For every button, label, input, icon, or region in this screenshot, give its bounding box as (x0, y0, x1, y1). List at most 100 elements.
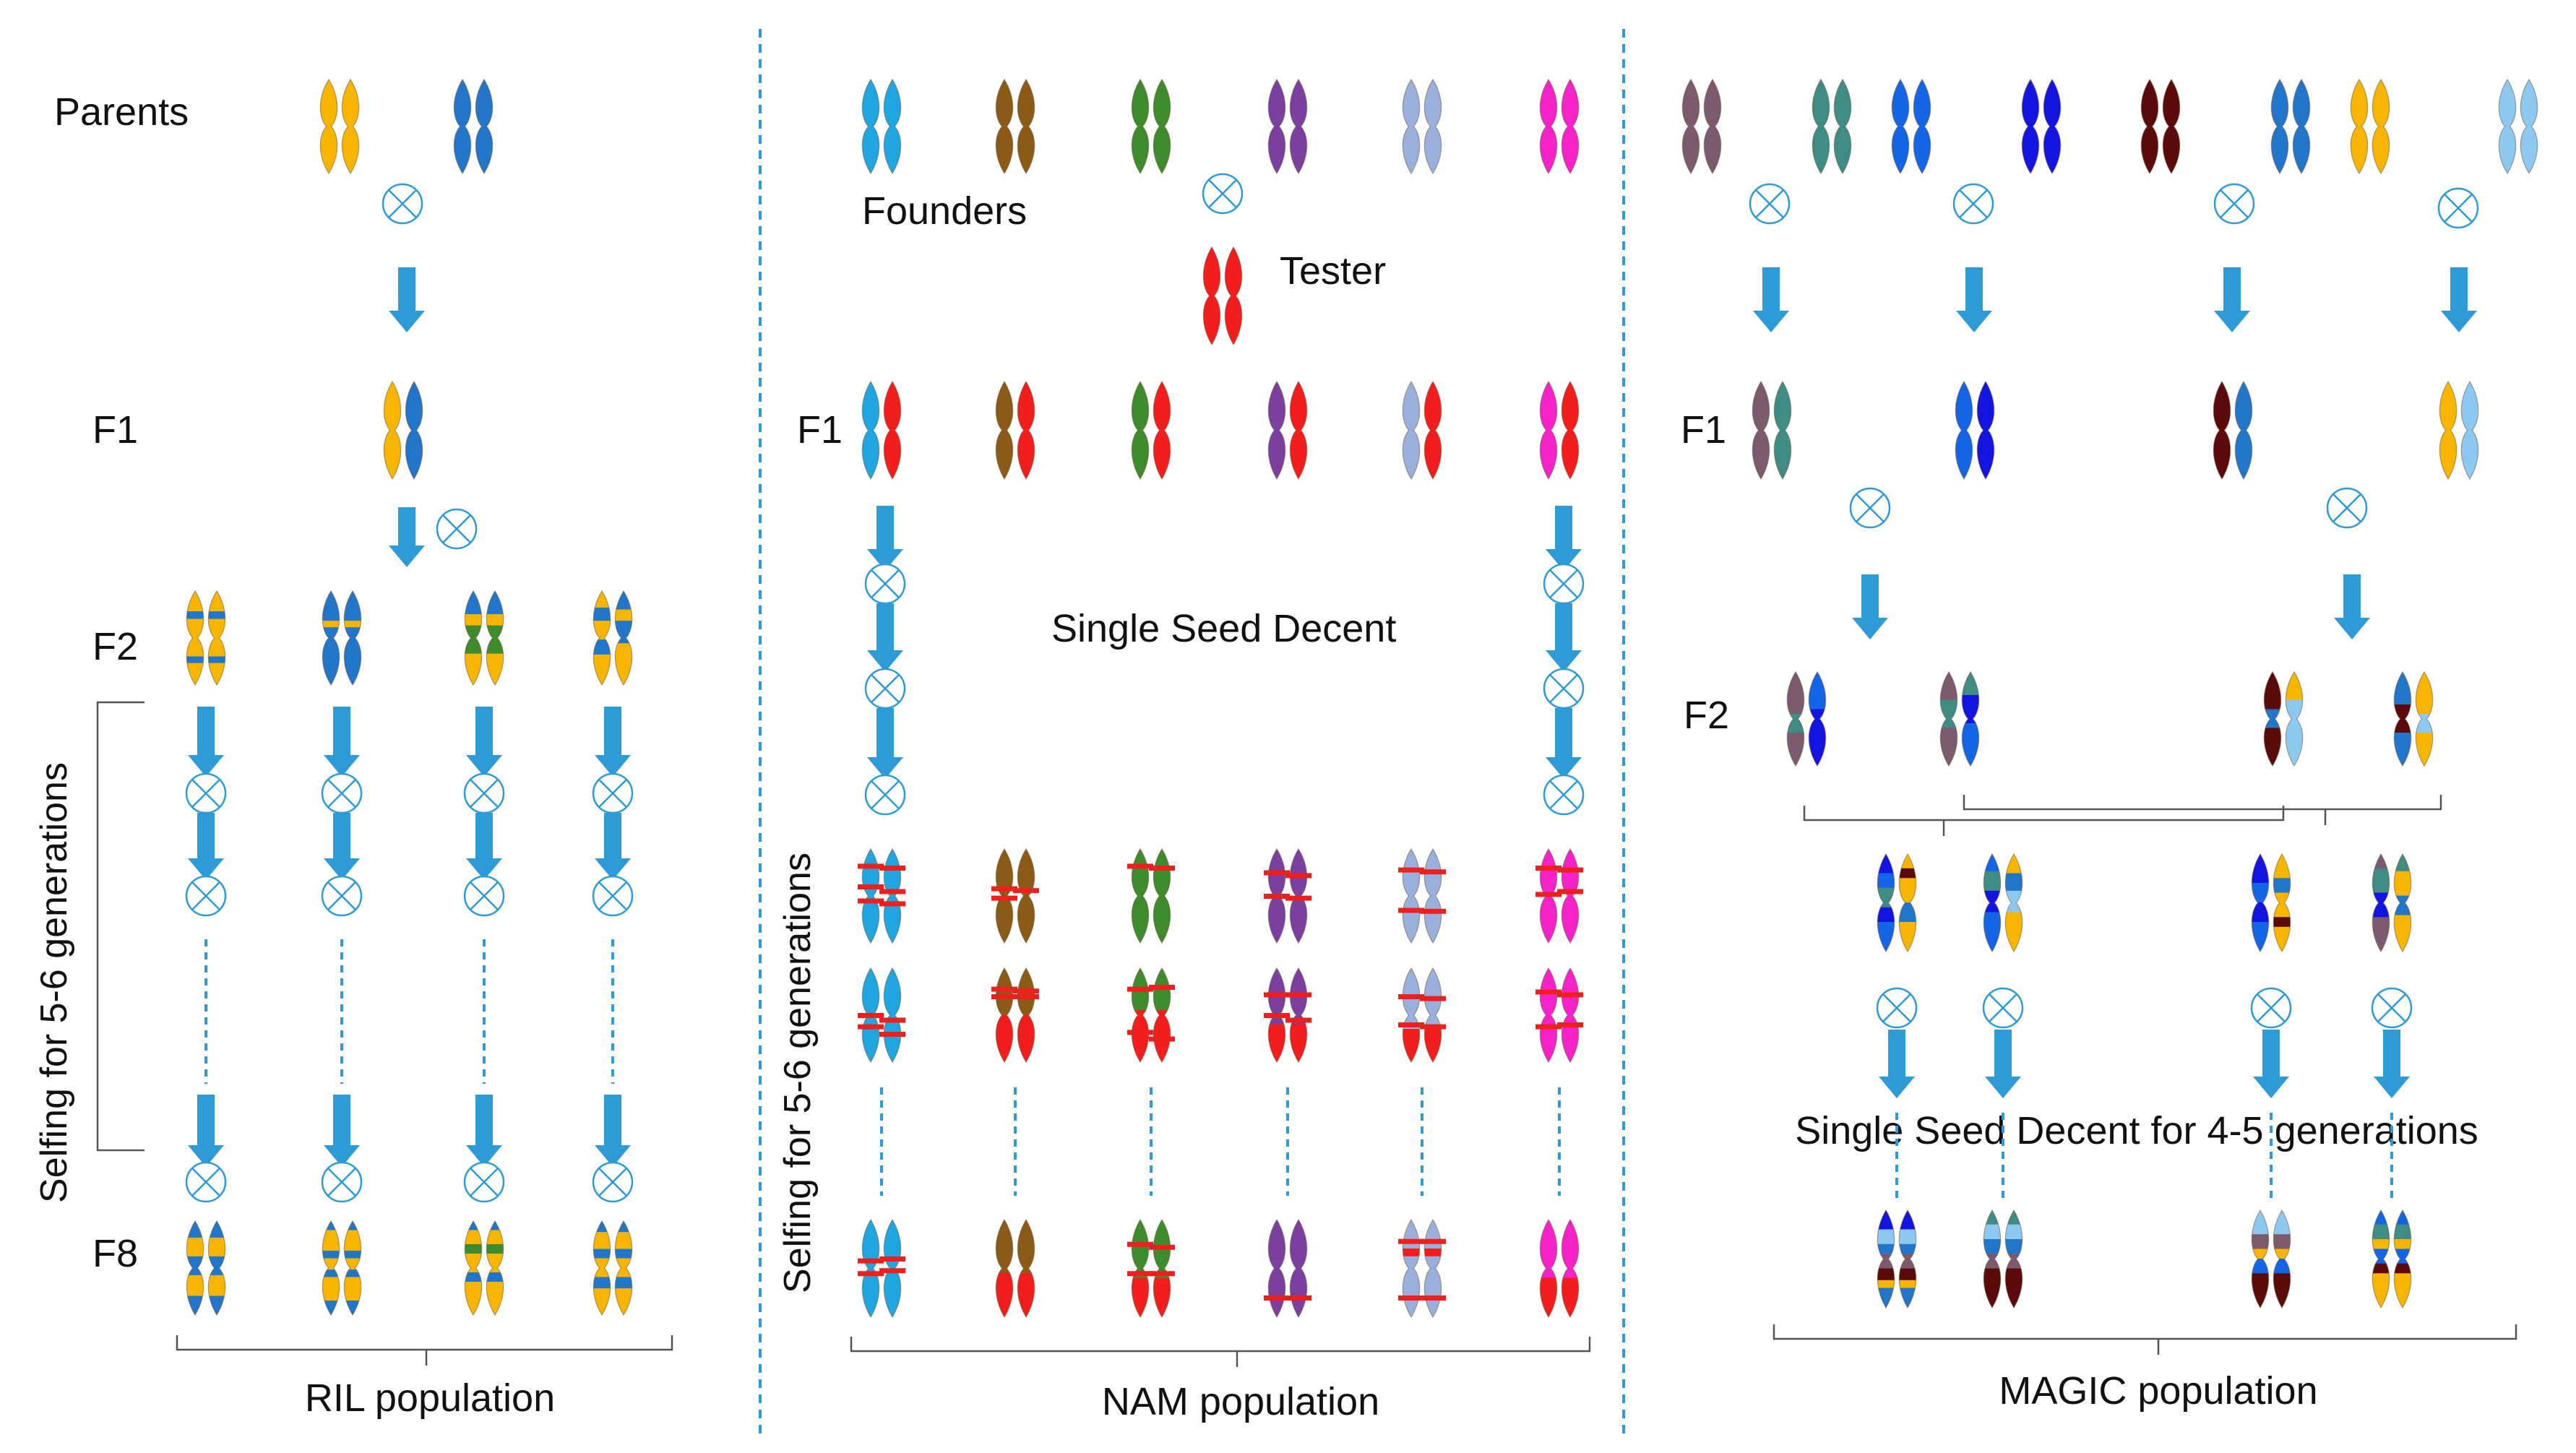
marker-band (1285, 895, 1311, 901)
chromatid (879, 967, 905, 1064)
chromatid (1402, 380, 1421, 480)
chromatid (2004, 1209, 2023, 1309)
chromatid (2460, 380, 2479, 480)
marker-band (858, 1271, 884, 1277)
chromatid (1013, 848, 1039, 944)
chromatid (1939, 671, 1958, 767)
cross-symbol-stroke (470, 1168, 499, 1197)
chromatid (1149, 967, 1175, 1064)
chromatid (991, 848, 1017, 944)
ril-parents-label: Parents (54, 90, 189, 134)
chromatid (464, 1220, 483, 1316)
cross-symbol-stroke (1959, 189, 1988, 218)
chromatid (1127, 967, 1153, 1064)
chromatid (861, 380, 880, 480)
chromatid (1983, 1209, 2002, 1309)
chromatid (858, 967, 884, 1064)
marker-band (1013, 988, 1039, 994)
chromatid (1267, 380, 1286, 480)
chromatid (614, 1220, 633, 1316)
cross-symbol-stroke (1989, 993, 2017, 1022)
group-bracket (1803, 806, 2285, 836)
chromatid (991, 967, 1017, 1064)
chromatid (1285, 848, 1311, 944)
chromatid (486, 1220, 504, 1316)
chromatid (1149, 1218, 1175, 1319)
chromatid (1017, 78, 1035, 175)
chromatid (1539, 380, 1558, 480)
diagram-graphics (96, 78, 2538, 1367)
marker-band (858, 884, 884, 889)
cross-symbol-stroke (2377, 993, 2406, 1022)
down-arrow (324, 1095, 360, 1167)
chromatid (453, 78, 472, 175)
marker-band (879, 889, 905, 894)
chromatid (1289, 380, 1308, 480)
chromatid (2251, 853, 2270, 953)
marker-band (879, 866, 905, 871)
chromatid (1149, 848, 1175, 944)
marker-band (1420, 1295, 1446, 1301)
ril-f8-label: F8 (92, 1232, 138, 1275)
marker-band (1285, 873, 1311, 879)
chromatid (1153, 78, 1171, 175)
chromatid (405, 380, 423, 480)
down-arrow (1546, 603, 1582, 672)
chromatid (1202, 246, 1221, 346)
chromatid (2004, 853, 2023, 953)
marker-band (1127, 863, 1153, 869)
down-arrow (188, 1095, 224, 1167)
cross-symbol-stroke (470, 779, 499, 808)
marker-band (1398, 867, 1424, 873)
chromatid (343, 590, 362, 686)
down-arrow (2214, 267, 2250, 332)
chromatid (341, 78, 360, 175)
chromatid (1539, 1218, 1558, 1319)
chromatid (475, 78, 494, 175)
magic-ssd-label: Single Seed Decent for 4-5 generations (1795, 1109, 2478, 1152)
down-arrow (595, 707, 631, 777)
marker-band (1127, 986, 1153, 992)
cross-symbol-stroke (442, 514, 471, 543)
chromatid (1420, 1218, 1446, 1319)
marker-band (1264, 1013, 1290, 1018)
cross-symbol-stroke (470, 881, 499, 910)
down-arrow (2253, 1030, 2289, 1098)
marker-band (1535, 989, 1561, 995)
chromatid (1264, 1218, 1290, 1319)
marker-band (1149, 1244, 1175, 1250)
ril-selfing-side-label: Selfing for 5-6 generations (33, 762, 75, 1203)
marker-band (1398, 907, 1424, 913)
marker-band (1127, 1030, 1153, 1035)
chromatid (1127, 1218, 1153, 1319)
down-arrow (389, 267, 425, 332)
chromatid (207, 1220, 226, 1316)
chromatid (1398, 1218, 1424, 1319)
group-bracket (1772, 1324, 2517, 1355)
down-arrow (188, 707, 224, 777)
down-arrow (867, 708, 903, 779)
chromatid (1423, 78, 1442, 175)
chromatid (2285, 671, 2304, 767)
down-arrow (867, 603, 903, 672)
down-arrow (389, 507, 425, 567)
marker-band (1127, 1241, 1153, 1247)
cross-symbol-stroke (327, 881, 356, 910)
chromatid (995, 78, 1014, 175)
chromatid (1267, 78, 1286, 175)
marker-band (1420, 1024, 1446, 1030)
chromatid (2372, 78, 2390, 175)
chromatid (1017, 1218, 1035, 1319)
chromatid (1127, 848, 1153, 944)
down-arrow (1753, 267, 1789, 332)
chromatid (2162, 78, 2181, 175)
marker-band (1127, 1271, 1153, 1277)
down-arrow (1985, 1030, 2021, 1098)
chromatid (186, 590, 204, 686)
down-arrow (466, 813, 502, 880)
cross-symbol-stroke (191, 1168, 220, 1197)
chromatid (1420, 848, 1446, 944)
marker-band (991, 886, 1017, 892)
chromatid (858, 1218, 884, 1319)
